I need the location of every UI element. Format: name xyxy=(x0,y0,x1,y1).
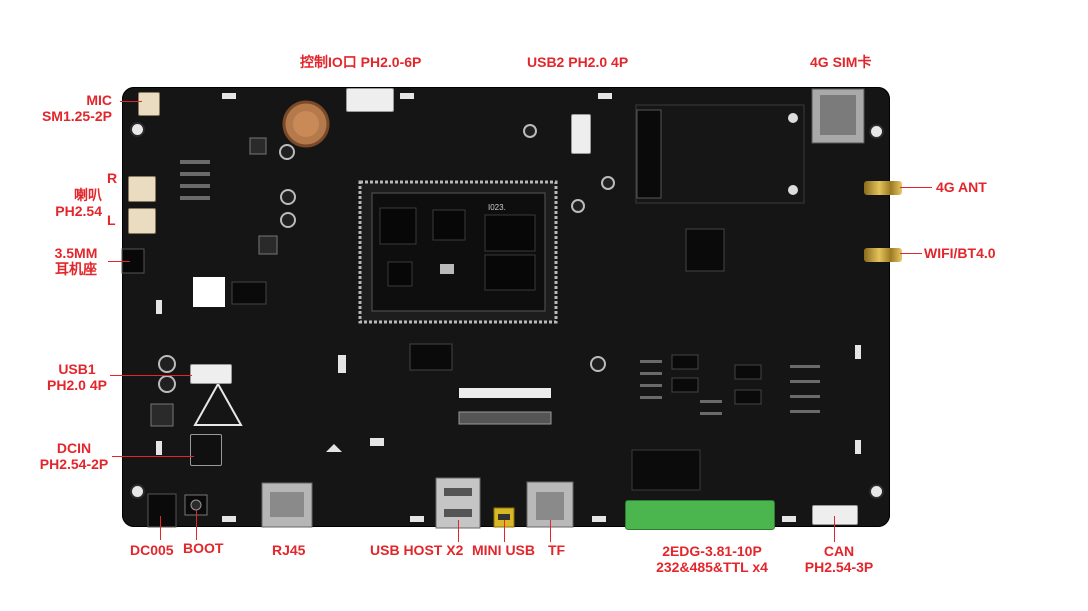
leader-usb1 xyxy=(110,375,192,376)
label-rj45: RJ45 xyxy=(272,542,306,558)
label-speaker-line1: 喇叭 xyxy=(74,187,102,203)
svg-text:I023.: I023. xyxy=(488,203,506,212)
speaker-r-connector xyxy=(128,176,156,202)
label-terminal-line1: 2EDG-3.81-10P xyxy=(662,543,762,559)
label-mic: MIC SM1.25-2P xyxy=(40,92,112,124)
4g-antenna-connector xyxy=(864,181,902,195)
usb-host-port xyxy=(435,477,481,529)
label-usb1-line2: PH2.0 4P xyxy=(47,377,107,393)
label-boot: BOOT xyxy=(183,540,224,556)
label-speaker-line2: PH2.54 xyxy=(55,203,102,219)
leader-dcin xyxy=(112,456,194,457)
label-sim: 4G SIM卡 xyxy=(810,54,872,70)
label-can-line1: CAN xyxy=(823,543,855,559)
ctrl-io-connector xyxy=(346,88,394,112)
leader-wifi xyxy=(900,253,922,254)
crystal xyxy=(440,264,454,274)
label-dcin: DCIN PH2.54-2P xyxy=(36,440,112,472)
dcin-connector xyxy=(190,434,222,466)
label-mini-usb: MINI USB xyxy=(472,542,535,558)
label-usb-host: USB HOST X2 xyxy=(370,542,464,558)
ram-chip xyxy=(484,254,536,291)
wifi-module xyxy=(685,228,725,272)
mic-connector xyxy=(138,92,160,116)
mounting-hole xyxy=(130,122,145,137)
label-speaker: 喇叭 PH2.54 xyxy=(40,187,102,219)
leader-tf xyxy=(550,520,551,542)
usb2-connector xyxy=(571,114,591,154)
emmc-chip xyxy=(432,209,466,241)
warning-triangle-silkscreen xyxy=(193,381,243,426)
leader-usbhost xyxy=(458,520,459,542)
label-dc005: DC005 xyxy=(130,542,174,558)
label-jack-line1: 3.5MM xyxy=(54,245,98,261)
speaker-l-connector xyxy=(128,208,156,234)
label-can-line2: PH2.54-3P xyxy=(804,559,874,575)
label-usb2: USB2 PH2.0 4P xyxy=(527,54,629,70)
small-chip xyxy=(387,261,413,287)
leader-4g-ant xyxy=(900,187,932,188)
label-mic-line1: MIC xyxy=(86,92,112,108)
label-speaker-r: R xyxy=(107,170,118,186)
leader-boot xyxy=(196,510,197,540)
label-ctrl-io: 控制IO口 PH2.0-6P xyxy=(300,54,422,70)
can-connector xyxy=(812,505,858,525)
mounting-hole xyxy=(869,124,884,139)
label-tf: TF xyxy=(548,542,566,558)
label-wifi-bt: WIFI/BT4.0 xyxy=(924,245,996,261)
label-mic-line2: SM1.25-2P xyxy=(41,108,112,124)
wifi-antenna-connector xyxy=(864,248,902,262)
label-can: CAN PH2.54-3P xyxy=(798,543,880,575)
label-usb1-line1: USB1 xyxy=(58,361,96,377)
dc-barrel-jack xyxy=(147,493,177,528)
leader-jack xyxy=(108,261,130,262)
leader-can xyxy=(834,516,835,542)
cpu-chip xyxy=(484,214,536,252)
label-dcin-line1: DCIN xyxy=(56,440,92,456)
mounting-hole xyxy=(869,484,884,499)
label-jack: 3.5MM 耳机座 xyxy=(48,245,104,277)
usb1-connector xyxy=(190,364,232,384)
mounting-hole xyxy=(130,484,145,499)
label-dcin-line2: PH2.54-2P xyxy=(39,456,109,472)
mini-pcie-slot xyxy=(635,104,805,204)
label-usb1: USB1 PH2.0 4P xyxy=(42,361,112,393)
lvds-connector xyxy=(459,388,551,398)
leader-dc005 xyxy=(160,516,161,540)
mini-pcie-connector xyxy=(636,109,662,199)
label-terminal: 2EDG-3.81-10P 232&485&TTL x4 xyxy=(646,543,778,575)
leader-mic xyxy=(120,101,142,102)
fpc-connector xyxy=(458,411,552,425)
terminal-block-10p xyxy=(625,500,775,530)
label-4g-ant: 4G ANT xyxy=(936,179,987,195)
label-terminal-line2: 232&485&TTL x4 xyxy=(656,559,768,575)
leader-miniusb xyxy=(504,520,505,542)
pmic-chip xyxy=(379,207,417,245)
label-jack-line2: 耳机座 xyxy=(55,261,97,277)
label-speaker-l: L xyxy=(107,212,116,228)
white-pad xyxy=(193,277,225,307)
